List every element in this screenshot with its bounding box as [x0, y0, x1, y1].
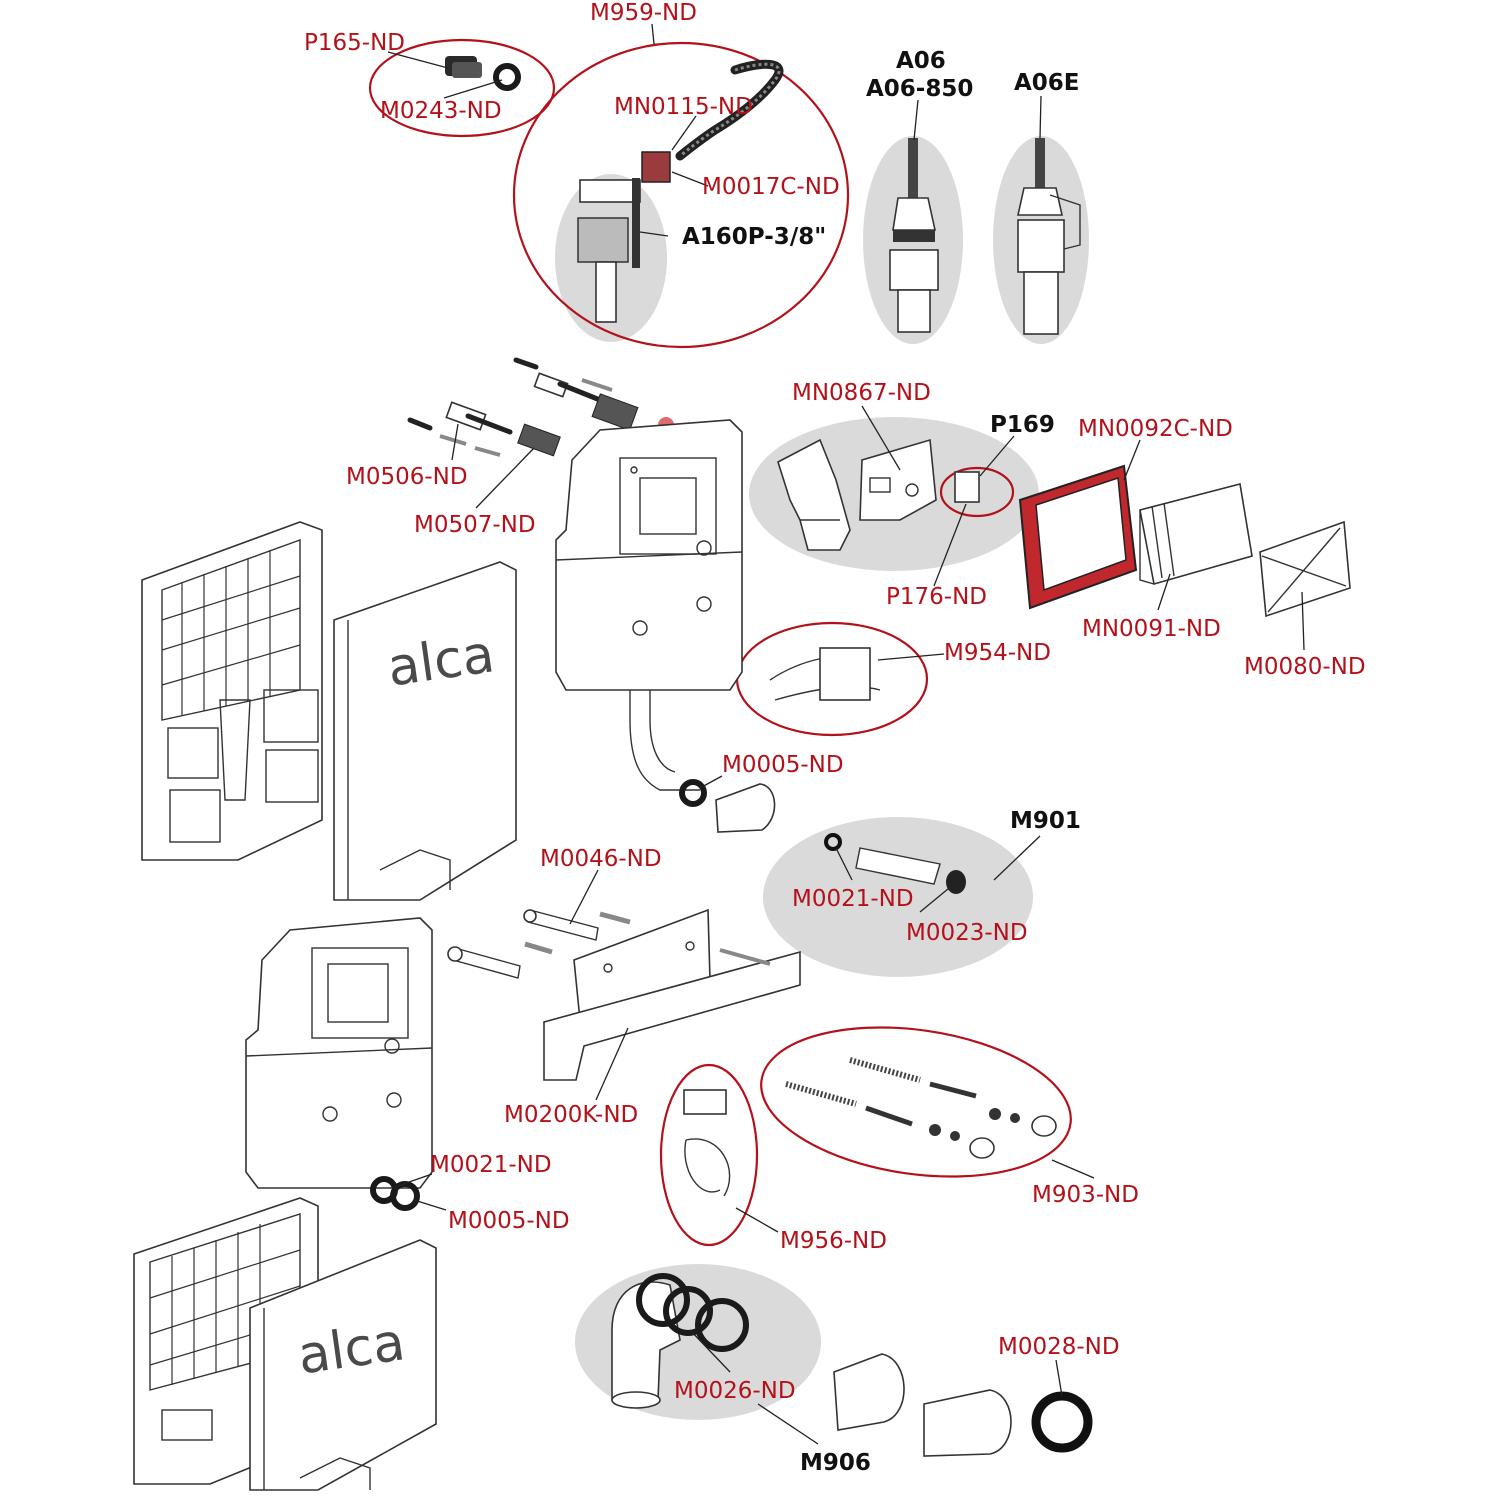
a160p-fill-valve: [577, 178, 641, 323]
m906-elbow: [611, 1281, 681, 1409]
m0506-screws: [407, 357, 539, 446]
label-m0023: M0023-ND: [906, 920, 1028, 946]
label-m0021-bottom: M0021-ND: [430, 1152, 552, 1178]
label-p165: P165-ND: [304, 30, 405, 56]
label-mn0867: MN0867-ND: [792, 380, 931, 406]
m0023-seal: [946, 870, 966, 894]
label-m906: M906: [800, 1450, 871, 1476]
m901-tube: [855, 847, 941, 885]
label-p176: P176-ND: [886, 584, 987, 610]
a06e-flush-valve: [1017, 138, 1081, 335]
m0028-ring: [1031, 1391, 1093, 1453]
m906-ring-1: [636, 1273, 690, 1327]
label-a06-850: A06-850: [866, 76, 973, 102]
mn0867-mounting-plate: [859, 438, 937, 521]
m0017c-clip: [641, 151, 671, 183]
label-a06: A06: [896, 48, 946, 74]
label-mn0091: MN0091-ND: [1082, 616, 1221, 642]
m906-ring-3: [695, 1298, 749, 1352]
mn0091-box: [1139, 483, 1253, 586]
leader-lines: [387, 23, 1305, 1445]
m0021-top-ring: [824, 833, 842, 851]
m0507-brackets: [474, 372, 639, 457]
upper-alca-logo: alca: [384, 624, 498, 698]
p176-clip: [954, 471, 980, 503]
m0200k-bracket: [543, 908, 801, 1081]
label-m959: M959-ND: [590, 0, 697, 26]
p169-rear-bracket: [777, 438, 851, 551]
mn0115-hose-braid: [679, 62, 781, 158]
m903-rods: [785, 1057, 1057, 1159]
p165-group-circle: [368, 38, 556, 138]
label-m901: M901: [1010, 808, 1081, 834]
label-m954: M954-ND: [944, 640, 1051, 666]
label-m0200k: M0200K-ND: [504, 1102, 638, 1128]
a06-flush-valve: [889, 138, 939, 333]
lower-cover-panel: [249, 1239, 437, 1491]
label-m0005-bottom: M0005-ND: [448, 1208, 570, 1234]
p176-group-circle: [939, 466, 1015, 518]
m0046-bolts: [447, 909, 631, 979]
label-m0243: M0243-ND: [380, 98, 502, 124]
label-m903: M903-ND: [1032, 1182, 1139, 1208]
label-p169: P169: [990, 412, 1055, 438]
label-mn0115: MN0115-ND: [614, 94, 753, 120]
upper-adapter: [715, 783, 776, 833]
label-a160p: A160P-3/8": [682, 224, 826, 250]
mn0092c-red-frame: [1018, 464, 1138, 610]
label-m0026: M0026-ND: [674, 1378, 796, 1404]
upper-frame: [141, 521, 323, 861]
label-a06e: A06E: [1014, 70, 1080, 96]
m901-group-shade: [763, 817, 1033, 977]
label-m0506: M0506-ND: [346, 464, 468, 490]
lower-pipe: [923, 1389, 1012, 1457]
label-m0005-top: M0005-ND: [722, 752, 844, 778]
label-m0017c: M0017C-ND: [702, 174, 840, 200]
lower-cistern-tank: [245, 917, 433, 1189]
m903-group-circle: [760, 1026, 1072, 1178]
label-m0080: M0080-ND: [1244, 654, 1366, 680]
m956-clamp: [683, 1089, 731, 1197]
m0026-ring: [663, 1286, 713, 1336]
upper-cover-panel: [333, 561, 517, 901]
upper-cistern-tank: [555, 419, 743, 791]
m0005-top-ring: [679, 779, 707, 807]
label-mn0092c: MN0092C-ND: [1078, 416, 1233, 442]
label-m956: M956-ND: [780, 1228, 887, 1254]
label-m0507: M0507-ND: [414, 512, 536, 538]
label-m0021-top: M0021-ND: [792, 886, 914, 912]
m0243-oring: [493, 63, 521, 91]
m954-mechanism: [769, 647, 881, 701]
m959-group-circle: [512, 41, 850, 349]
m0080-cover-plate: [1259, 520, 1351, 618]
label-m0028: M0028-ND: [998, 1334, 1120, 1360]
m956-group-circle: [659, 1063, 759, 1247]
p165-valve: [445, 56, 482, 78]
label-m0046: M0046-ND: [540, 846, 662, 872]
lower-pipe-socket: [833, 1353, 905, 1431]
lower-alca-logo: alca: [294, 1312, 408, 1386]
